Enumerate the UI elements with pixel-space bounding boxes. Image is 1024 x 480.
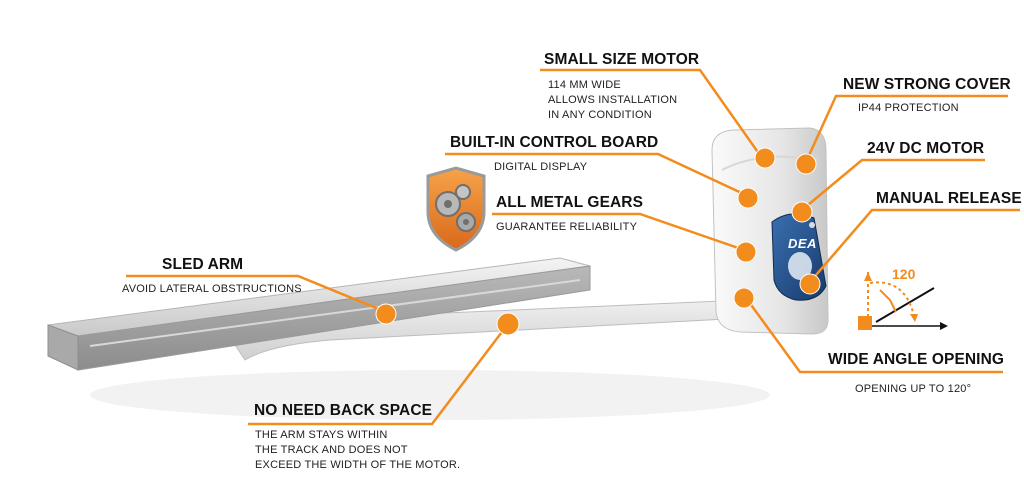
sled-rail-end xyxy=(47,324,79,371)
control-board-title: BUILT-IN CONTROL BOARD xyxy=(450,134,659,151)
opening-angle-diagram xyxy=(858,272,948,330)
dot-back-space xyxy=(496,312,520,336)
leader-metal-gears xyxy=(492,212,745,252)
leader-dc-motor xyxy=(801,158,985,211)
leader-sled-arm xyxy=(126,274,387,314)
leader-control-board xyxy=(445,152,749,198)
dot-metal-gears xyxy=(735,241,757,263)
dot-control-board xyxy=(737,187,759,209)
callout-dots xyxy=(375,147,821,336)
dot-sled-arm xyxy=(375,303,397,325)
wide-angle-title: WIDE ANGLE OPENING xyxy=(828,351,1005,368)
dot-small-size-motor xyxy=(754,147,776,169)
angle-value: 120 xyxy=(892,266,916,282)
small-size-motor-title: SMALL SIZE MOTOR xyxy=(544,51,700,68)
dot-wide-angle xyxy=(733,287,755,309)
callout-lines xyxy=(126,68,1020,426)
ground-shadow xyxy=(90,370,770,420)
small-size-motor-line-1: 114 MM WIDE xyxy=(548,79,621,91)
new-strong-cover-line-1: IP44 PROTECTION xyxy=(858,102,959,114)
sled-arm-line-1: AVOID LATERAL OBSTRUCTIONS xyxy=(122,283,302,295)
metal-gears-title: ALL METAL GEARS xyxy=(496,194,644,211)
manual-release-title: MANUAL RELEASE xyxy=(876,190,1022,207)
dot-manual-release xyxy=(799,273,821,295)
leader-new-strong-cover xyxy=(804,94,1008,163)
back-space-line-1: THE ARM STAYS WITHIN xyxy=(255,429,388,441)
release-lens xyxy=(788,252,812,280)
back-space-line-2: THE TRACK AND DOES NOT xyxy=(255,444,408,456)
leader-small-size-motor xyxy=(540,68,764,159)
dc-motor-title: 24V DC MOTOR xyxy=(867,140,985,157)
small-size-motor-line-3: IN ANY CONDITION xyxy=(548,109,652,121)
small-size-motor-line-2: ALLOWS INSTALLATION xyxy=(548,94,678,106)
wide-angle-line-1: OPENING UP TO 120° xyxy=(855,383,972,395)
brand-logo: DEA xyxy=(788,236,817,251)
leader-wide-angle xyxy=(744,297,1003,374)
metal-gears-line-1: GUARANTEE RELIABILITY xyxy=(496,221,638,233)
new-strong-cover-title: NEW STRONG COVER xyxy=(843,76,1011,93)
gears-shield-icon xyxy=(426,166,486,252)
release-lock xyxy=(809,222,815,228)
dot-new-strong-cover xyxy=(795,153,817,175)
back-space-title: NO NEED BACK SPACE xyxy=(254,402,433,419)
sled-arm-title: SLED ARM xyxy=(162,256,244,273)
leader-back-space xyxy=(248,323,509,426)
leader-manual-release xyxy=(809,208,1020,283)
back-space-line-3: EXCEED THE WIDTH OF THE MOTOR. xyxy=(255,459,461,471)
dot-dc-motor xyxy=(791,201,813,223)
control-board-line-1: DIGITAL DISPLAY xyxy=(494,161,588,173)
sled-rail-groove xyxy=(89,279,581,347)
